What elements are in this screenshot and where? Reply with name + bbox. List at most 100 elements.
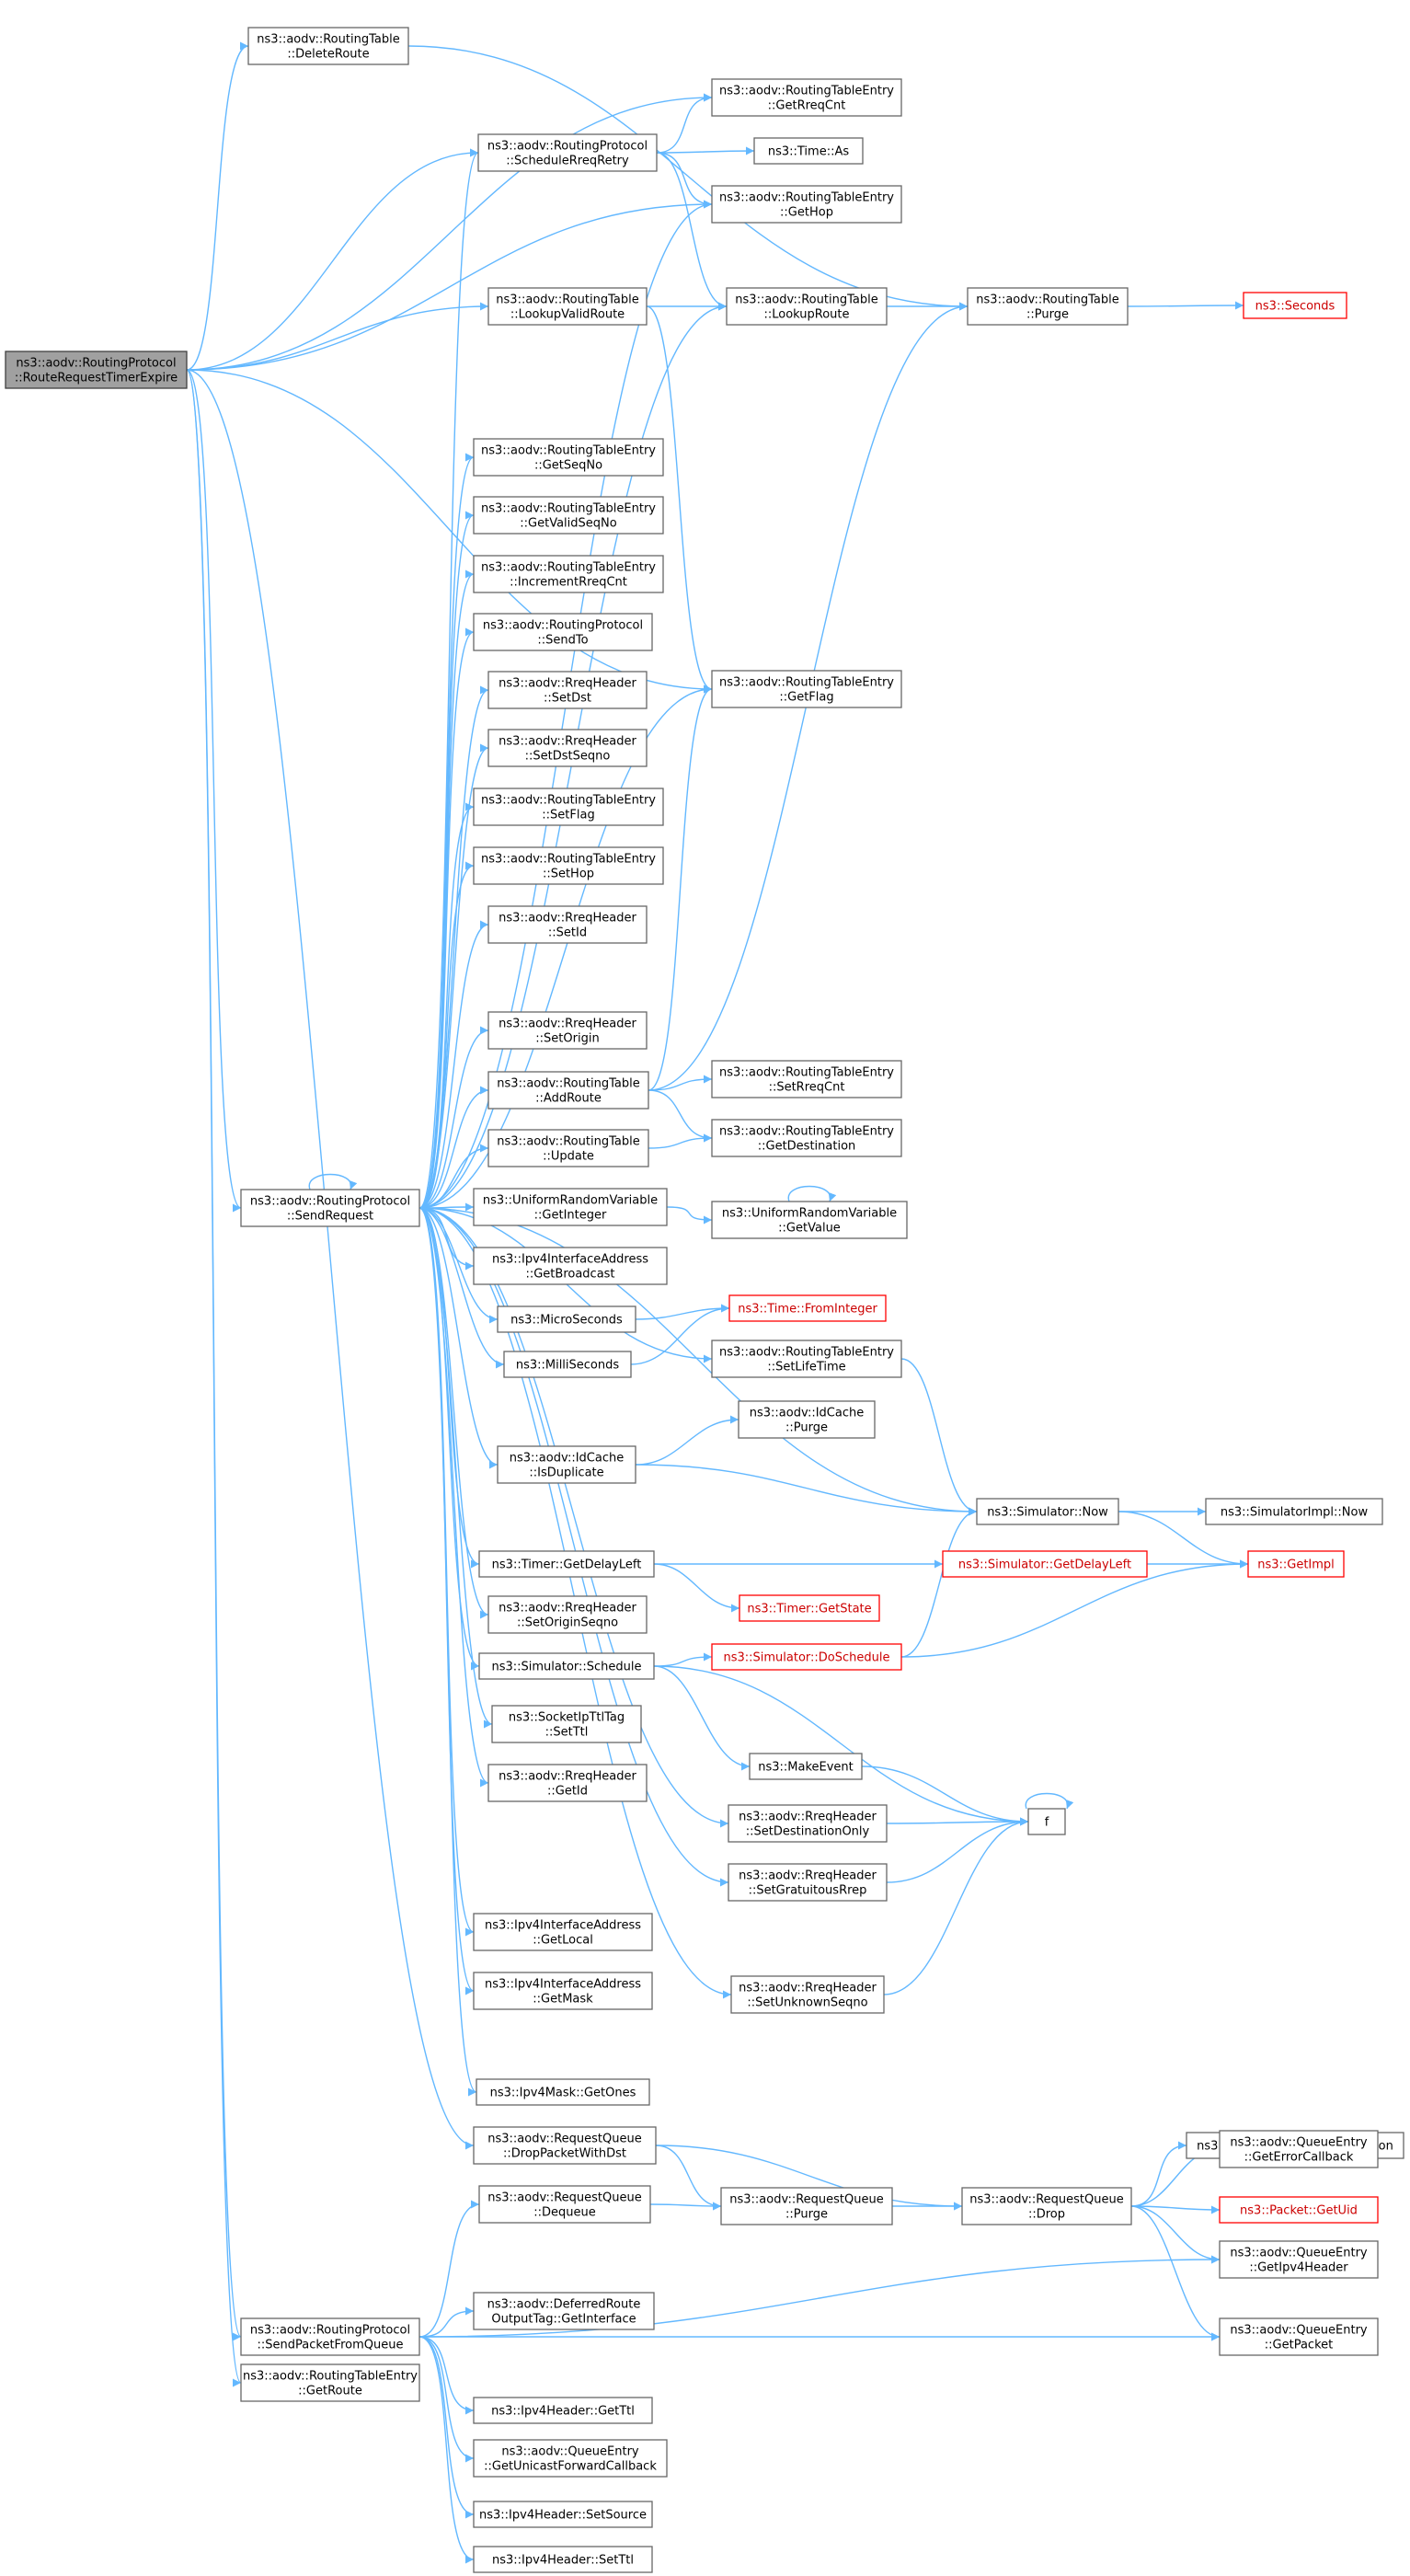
node-get-hop[interactable]: ns3::aodv::RoutingTableEntry::GetHop: [711, 185, 902, 224]
node-get-route[interactable]: ns3::aodv::RoutingTableEntry::GetRoute: [240, 2363, 420, 2402]
node-label: ns3::aodv::RoutingTable: [257, 33, 399, 47]
node-drop-packet-with-dst[interactable]: ns3::aodv::RequestQueue::DropPacketWithD…: [473, 2126, 657, 2165]
node-set-flag[interactable]: ns3::aodv::RoutingTableEntry::SetFlag: [473, 788, 664, 826]
node-label: ns3::aodv::RreqHeader: [499, 735, 636, 749]
node-deferred-get-interface[interactable]: ns3::aodv::DeferredRouteOutputTag::GetIn…: [473, 2292, 655, 2330]
node-make-event[interactable]: ns3::MakeEvent: [749, 1753, 863, 1780]
node-get-broadcast[interactable]: ns3::Ipv4InterfaceAddress::GetBroadcast: [473, 1247, 668, 1285]
node-root[interactable]: ns3::aodv::RoutingProtocol::RouteRequest…: [5, 351, 188, 389]
node-dequeue[interactable]: ns3::aodv::RequestQueue::Dequeue: [478, 2185, 651, 2224]
node-get-ipv4-header[interactable]: ns3::aodv::QueueEntry::GetIpv4Header: [1219, 2240, 1379, 2279]
node-box: [487, 729, 648, 767]
node-label: ns3::SimulatorImpl::Now: [1221, 1506, 1369, 1520]
edge-root-to-get-flag: [186, 369, 713, 694]
node-get-impl[interactable]: ns3::GetImpl: [1247, 1550, 1345, 1578]
node-get-flag[interactable]: ns3::aodv::RoutingTableEntry::GetFlag: [711, 670, 902, 708]
node-box: [473, 2126, 657, 2165]
node-get-error-callback[interactable]: ns3::aodv::QueueEntry::GetErrorCallback: [1219, 2130, 1379, 2168]
node-get-state[interactable]: ns3::Timer::GetState: [739, 1594, 880, 1622]
node-label: ::GetRoute: [298, 2385, 362, 2398]
node-get-rreq-cnt[interactable]: ns3::aodv::RoutingTableEntry::GetRreqCnt: [711, 78, 902, 117]
node-sim-impl-now[interactable]: ns3::SimulatorImpl::Now: [1205, 1498, 1383, 1525]
node-label: ns3::aodv::RoutingTable: [735, 293, 877, 307]
node-micro-seconds[interactable]: ns3::MicroSeconds: [497, 1305, 636, 1333]
node-set-destination-only[interactable]: ns3::aodv::RreqHeader::SetDestinationOnl…: [728, 1804, 888, 1843]
node-id-cache-purge[interactable]: ns3::aodv::IdCache::Purge: [738, 1400, 876, 1439]
node-get-value[interactable]: ns3::UniformRandomVariable::GetValue: [711, 1201, 908, 1239]
node-box: [487, 1764, 648, 1802]
node-send-request[interactable]: ns3::aodv::RoutingProtocol::SendRequest: [240, 1189, 420, 1227]
node-set-gratuitous-rrep[interactable]: ns3::aodv::RreqHeader::SetGratuitousRrep: [728, 1863, 888, 1902]
node-add-route[interactable]: ns3::aodv::RoutingTable::AddRoute: [487, 1071, 649, 1110]
node-label: ns3::aodv::RoutingTable: [976, 293, 1118, 307]
node-get-uid[interactable]: ns3::Packet::GetUid: [1219, 2196, 1379, 2224]
node-get-valid-seq-no[interactable]: ns3::aodv::RoutingTableEntry::GetValidSe…: [473, 496, 664, 535]
node-set-origin[interactable]: ns3::aodv::RreqHeader::SetOrigin: [487, 1011, 648, 1050]
node-label: ns3::aodv::RoutingProtocol: [483, 619, 643, 633]
node-seconds[interactable]: ns3::Seconds: [1243, 292, 1347, 319]
node-label: ns3::aodv::RoutingTableEntry: [719, 191, 894, 205]
node-get-packet[interactable]: ns3::aodv::QueueEntry::GetPacket: [1219, 2317, 1379, 2356]
edge-send-request-to-get-id-hdr: [418, 1207, 489, 1788]
node-get-destination[interactable]: ns3::aodv::RoutingTableEntry::GetDestina…: [711, 1119, 902, 1157]
node-box: [1027, 1808, 1066, 1835]
node-do-schedule[interactable]: ns3::Simulator::DoSchedule: [711, 1643, 902, 1671]
node-label: ns3::Ipv4InterfaceAddress: [485, 1919, 641, 1933]
node-sim-get-delay-left[interactable]: ns3::Simulator::GetDelayLeft: [942, 1550, 1148, 1578]
node-send-to[interactable]: ns3::aodv::RoutingProtocol::SendTo: [473, 613, 653, 651]
node-set-unknown-seqno[interactable]: ns3::aodv::RreqHeader::SetUnknownSeqno: [730, 1975, 885, 2014]
node-box: [711, 1201, 908, 1239]
node-set-origin-seqno[interactable]: ns3::aodv::RreqHeader::SetOriginSeqno: [487, 1595, 648, 1634]
node-update[interactable]: ns3::aodv::RoutingTable::Update: [487, 1129, 649, 1167]
edge-root-to-get-route: [186, 369, 242, 2387]
edge-send-packet-from-queue-to-ipv4-set-ttl: [418, 2336, 475, 2564]
node-box: [1243, 292, 1347, 319]
node-set-dst[interactable]: ns3::aodv::RreqHeader::SetDst: [487, 671, 648, 709]
node-milli-seconds[interactable]: ns3::MilliSeconds: [503, 1351, 632, 1378]
node-schedule-rreq-retry[interactable]: ns3::aodv::RoutingProtocol::ScheduleRreq…: [477, 133, 658, 172]
node-f[interactable]: f: [1027, 1808, 1066, 1835]
node-is-duplicate[interactable]: ns3::aodv::IdCache::IsDuplicate: [497, 1445, 636, 1484]
node-purge[interactable]: ns3::aodv::RoutingTable::Purge: [967, 287, 1129, 326]
node-get-id-hdr[interactable]: ns3::aodv::RreqHeader::GetId: [487, 1764, 648, 1802]
node-get-integer[interactable]: ns3::UniformRandomVariable::GetInteger: [473, 1188, 668, 1226]
node-label: ::GetLocal: [533, 1934, 593, 1948]
node-set-source[interactable]: ns3::Ipv4Header::SetSource: [473, 2501, 653, 2528]
node-schedule[interactable]: ns3::Simulator::Schedule: [478, 1652, 655, 1680]
node-label: ns3::aodv::RequestQueue: [487, 2133, 641, 2146]
edge-get-delay-left-to-get-state: [653, 1563, 740, 1613]
node-ipv4-get-ttl[interactable]: ns3::Ipv4Header::GetTtl: [473, 2397, 653, 2424]
node-get-unicast-forward-callback[interactable]: ns3::aodv::QueueEntry::GetUnicastForward…: [473, 2439, 668, 2478]
node-time-as[interactable]: ns3::Time::As: [753, 137, 864, 165]
node-delete-route[interactable]: ns3::aodv::RoutingTable::DeleteRoute: [247, 27, 409, 65]
node-rq-purge[interactable]: ns3::aodv::RequestQueue::Purge: [720, 2187, 893, 2225]
edge-drop-packet-with-dst-to-drop: [655, 2145, 963, 2211]
node-from-integer[interactable]: ns3::Time::FromInteger: [728, 1294, 887, 1322]
node-drop[interactable]: ns3::aodv::RequestQueue::Drop: [961, 2187, 1132, 2225]
node-ipv4-set-ttl[interactable]: ns3::Ipv4Header::SetTtl: [473, 2546, 653, 2573]
node-box: [1247, 1550, 1345, 1578]
node-set-ttl[interactable]: ns3::SocketIpTtlTag::SetTtl: [491, 1705, 642, 1743]
node-box: [749, 1753, 863, 1780]
node-get-delay-left[interactable]: ns3::Timer::GetDelayLeft: [478, 1550, 655, 1578]
node-get-local[interactable]: ns3::Ipv4InterfaceAddress::GetLocal: [473, 1913, 653, 1951]
node-send-packet-from-queue[interactable]: ns3::aodv::RoutingProtocol::SendPacketFr…: [240, 2317, 420, 2356]
node-lookup-valid-route[interactable]: ns3::aodv::RoutingTable::LookupValidRout…: [487, 287, 648, 326]
node-increment-rreq-cnt[interactable]: ns3::aodv::RoutingTableEntry::IncrementR…: [473, 555, 664, 593]
node-set-id[interactable]: ns3::aodv::RreqHeader::SetId: [487, 905, 648, 944]
edge-send-request-to-set-ttl: [418, 1207, 493, 1729]
node-box: [497, 1445, 636, 1484]
node-set-life-time[interactable]: ns3::aodv::RoutingTableEntry::SetLifeTim…: [711, 1340, 902, 1378]
node-label: ::IncrementRreqCnt: [510, 576, 627, 590]
node-set-dst-seqno[interactable]: ns3::aodv::RreqHeader::SetDstSeqno: [487, 729, 648, 767]
node-get-seq-no[interactable]: ns3::aodv::RoutingTableEntry::GetSeqNo: [473, 438, 664, 477]
node-box: [473, 2292, 655, 2330]
node-get-ones[interactable]: ns3::Ipv4Mask::GetOnes: [476, 2078, 650, 2106]
node-lookup-route[interactable]: ns3::aodv::RoutingTable::LookupRoute: [726, 287, 888, 326]
node-label: ns3::aodv::QueueEntry: [1230, 2136, 1368, 2150]
node-sim-now[interactable]: ns3::Simulator::Now: [976, 1498, 1119, 1525]
edge-send-request-to-schedule-rreq-retry: [418, 148, 479, 1209]
node-get-mask[interactable]: ns3::Ipv4InterfaceAddress::GetMask: [473, 1972, 653, 2010]
node-set-rreq-cnt[interactable]: ns3::aodv::RoutingTableEntry::SetRreqCnt: [711, 1060, 902, 1098]
node-set-hop[interactable]: ns3::aodv::RoutingTableEntry::SetHop: [473, 846, 664, 885]
